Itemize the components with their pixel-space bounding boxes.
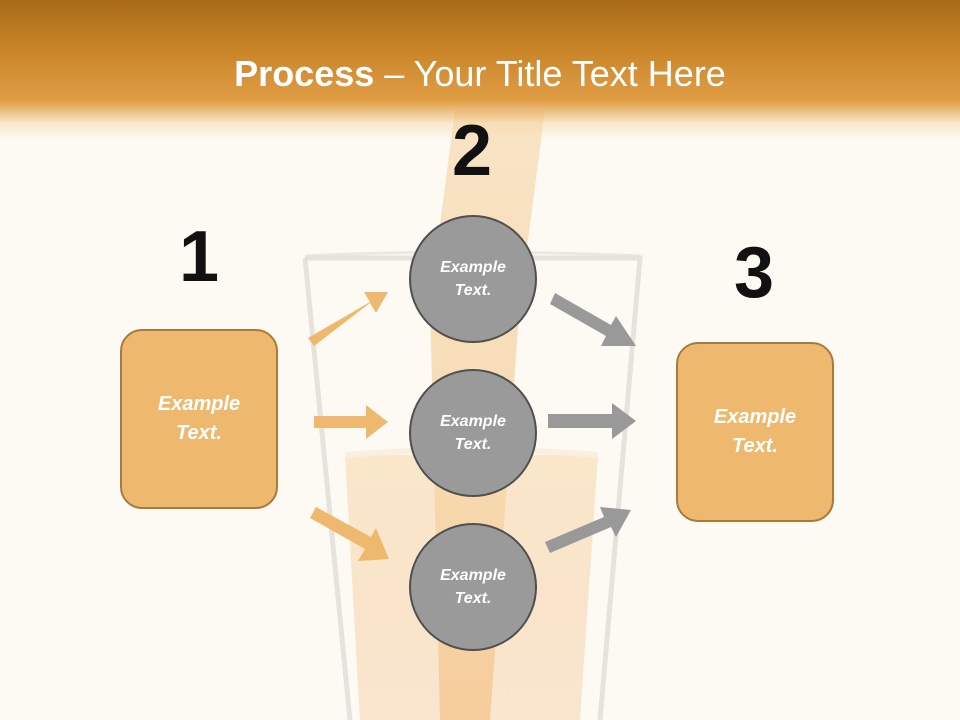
circle-middle-text: Example Text.	[440, 413, 506, 453]
slide-title: Process – Your Title Text Here	[0, 52, 960, 96]
title-regular-text: – Your Title Text Here	[374, 53, 726, 94]
step-number-1: 1	[178, 217, 220, 297]
step-2-circle-middle[interactable]: Example Text.	[409, 369, 537, 497]
step-2-circle-bottom[interactable]: Example Text.	[409, 523, 537, 651]
step-3-text: Example Text.	[713, 406, 797, 457]
step-number-2: 2	[451, 111, 493, 191]
title-bold-text: Process	[234, 53, 375, 94]
step-1-text: Example Text.	[157, 393, 241, 444]
step-1-box[interactable]: Example Text.	[120, 329, 278, 509]
circle-bottom-text: Example Text.	[440, 567, 506, 607]
step-3-box[interactable]: Example Text.	[676, 342, 834, 522]
gray-arrow-right-icon	[548, 403, 636, 439]
step-2-circle-top[interactable]: Example Text.	[409, 215, 537, 343]
circle-top-text: Example Text.	[440, 259, 506, 299]
gray-arrow-down-icon	[550, 293, 636, 346]
gray-arrow-up-icon	[545, 507, 631, 553]
orange-arrow-down-icon	[310, 507, 389, 561]
orange-arrow-right-icon	[314, 405, 388, 439]
step-number-3: 3	[733, 233, 775, 313]
title-bar	[0, 0, 960, 140]
orange-arrow-up-icon	[308, 292, 388, 346]
